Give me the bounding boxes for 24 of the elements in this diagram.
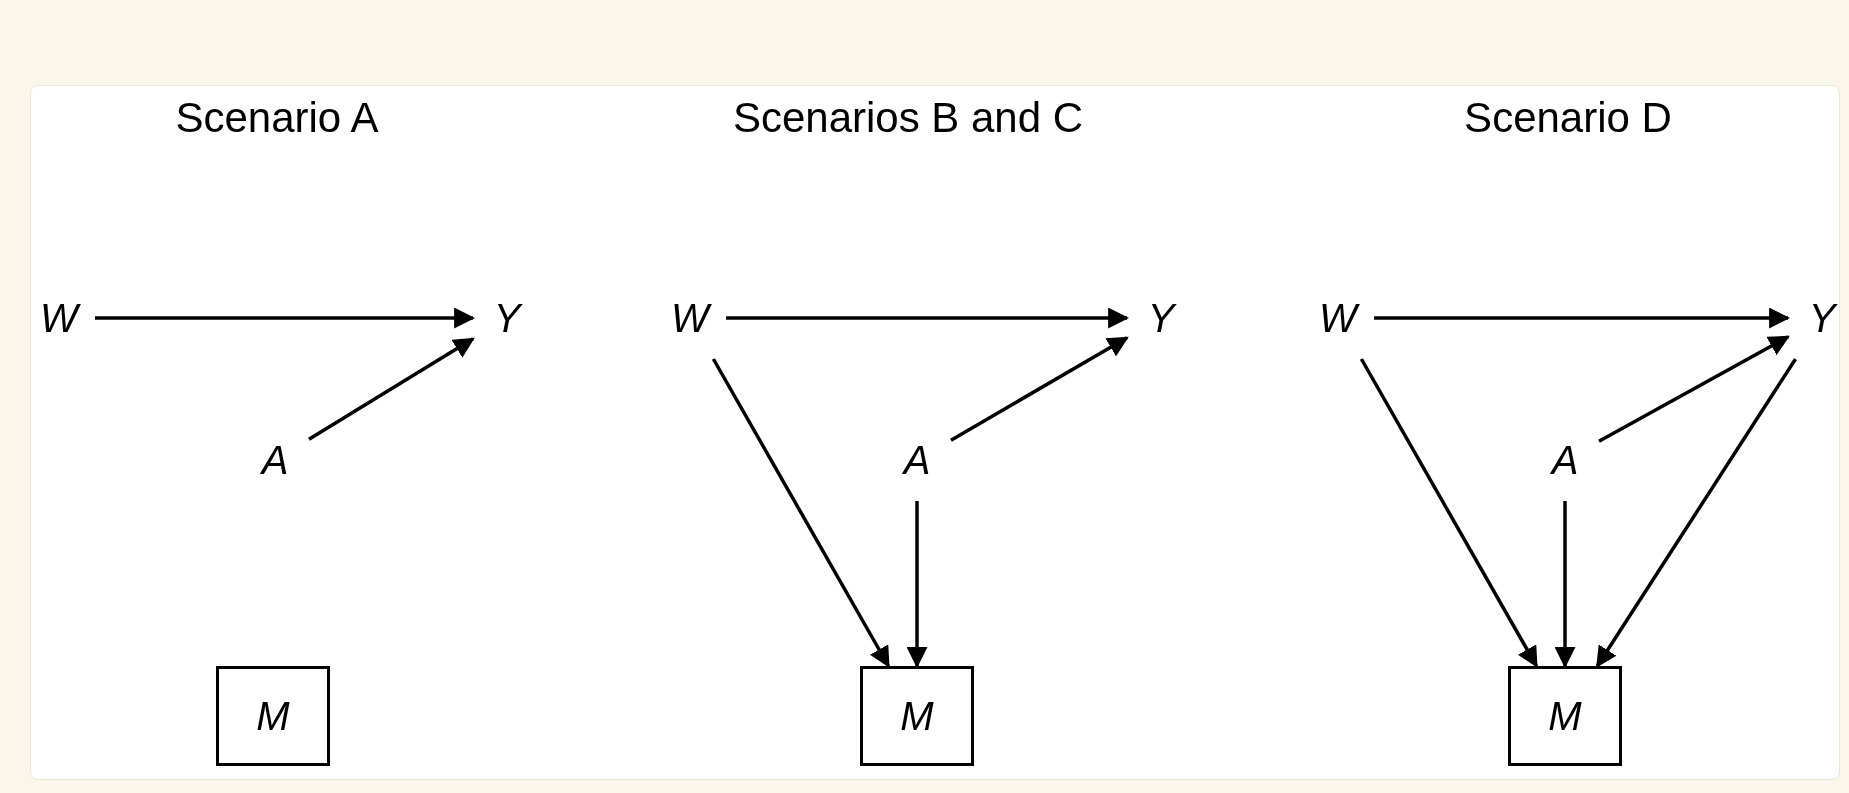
panel-title: Scenario D — [1464, 97, 1672, 139]
arrow — [950, 336, 1129, 442]
arrow — [1374, 307, 1791, 329]
variable-label: W — [37, 291, 81, 345]
arrow — [1598, 335, 1790, 443]
arrow — [726, 307, 1130, 329]
arrow — [711, 358, 890, 668]
arrow — [1595, 358, 1797, 668]
variable-box: M — [860, 666, 974, 766]
arrow — [95, 307, 476, 329]
variable-label: W — [1316, 291, 1360, 345]
variable-label: A — [897, 433, 937, 487]
arrow — [308, 337, 475, 441]
variable-label: W — [668, 291, 712, 345]
arrow — [1359, 358, 1538, 668]
variable-label: Y — [1141, 291, 1181, 345]
variable-label: Y — [487, 291, 527, 345]
variable-box: M — [1508, 666, 1622, 766]
variable-label: A — [1545, 433, 1585, 487]
variable-label: A — [255, 433, 295, 487]
variable-label: Y — [1802, 291, 1842, 345]
panel-title: Scenarios B and C — [732, 97, 1084, 139]
panel-title: Scenario A — [175, 97, 379, 139]
variable-box: M — [216, 666, 330, 766]
